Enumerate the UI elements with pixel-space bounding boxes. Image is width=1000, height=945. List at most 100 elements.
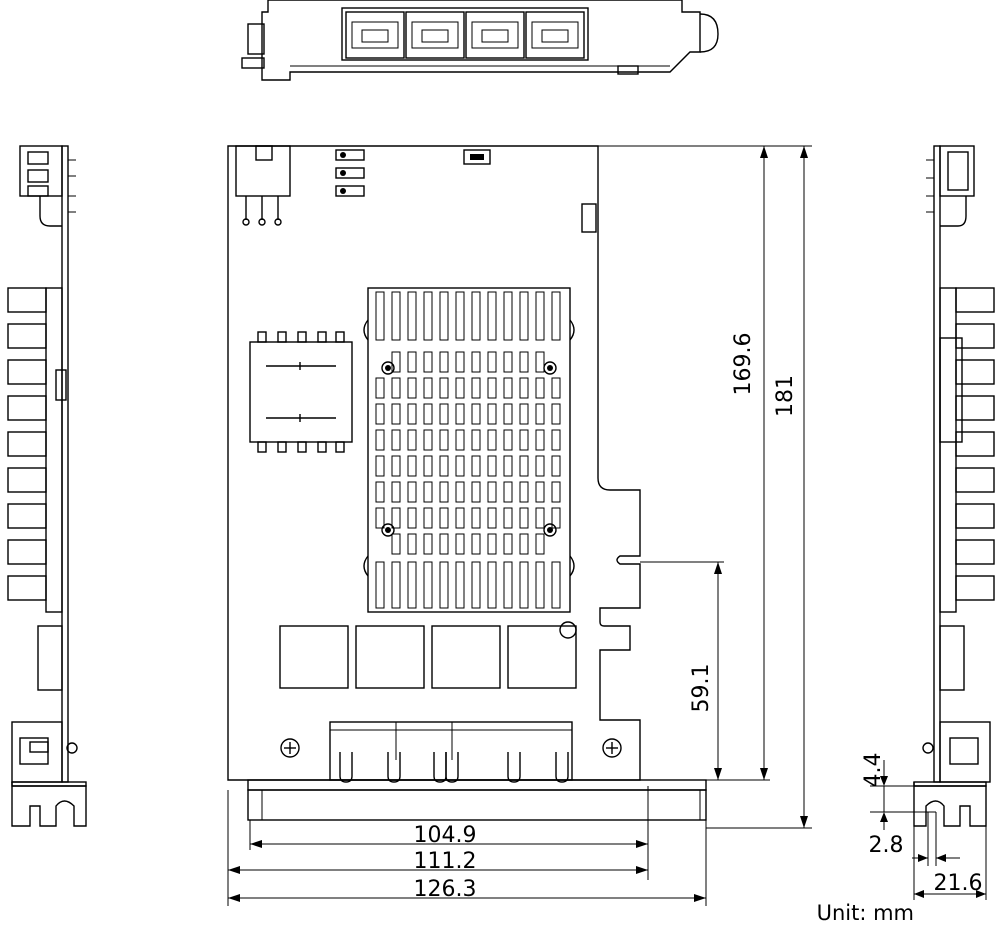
side-heatsink-body: [45, 287, 63, 613]
dim-111-2-label: 111.2: [414, 849, 477, 874]
heatsink-fin-slot: [375, 507, 385, 529]
heatsink-fin-slot: [423, 481, 433, 503]
front-view: [227, 145, 707, 821]
heatsink-fin-slot: [535, 481, 545, 503]
heatsink-fin-slot: [471, 481, 481, 503]
rj45-latch-tab: [555, 752, 569, 783]
dim-59-1-label: 59.1: [689, 664, 714, 713]
heatsink-fin-slot: [503, 481, 513, 503]
heatsink-fin-slot: [423, 403, 433, 425]
heatsink-fin-slot: [487, 403, 497, 425]
heatsink-fin-slot: [375, 455, 385, 477]
dim-2-8-label: 2.8: [869, 833, 904, 858]
heatsink-fin-slot: [551, 429, 561, 451]
heatsink-fin-slot: [551, 403, 561, 425]
heatsink-fin-slot: [535, 429, 545, 451]
heatsink-fin-slot: [375, 481, 385, 503]
heatsink-fin-slot: [407, 507, 417, 529]
heatsink-fin-slot: [407, 455, 417, 477]
side-heatsink-fin: [955, 287, 995, 313]
heatsink-fin-slot: [535, 351, 545, 373]
heatsink-fin-slot: [423, 377, 433, 399]
heatsink-fin-slot: [551, 507, 561, 529]
heatsink-fin-slot: [455, 507, 465, 529]
dim-21-6-label: 21.6: [934, 871, 983, 896]
heatsink-fin-slot: [487, 291, 497, 341]
side-heatsink-fin: [955, 503, 995, 529]
dim-104-9-label: 104.9: [414, 823, 477, 848]
heatsink-fin-slot: [535, 291, 545, 341]
rj45-latch-tab: [507, 752, 521, 783]
heatsink-fin-slot: [407, 377, 417, 399]
heatsink-fin-slot: [471, 507, 481, 529]
heatsink-fin-slot: [455, 533, 465, 555]
heatsink-fin-slot: [471, 561, 481, 609]
heatsink-fin-slot: [487, 561, 497, 609]
heatsink-fin-slot: [423, 291, 433, 341]
heatsink-fin-slot: [503, 455, 513, 477]
side-heatsink-fin: [7, 431, 47, 457]
heatsink-fin-slot: [423, 533, 433, 555]
heatsink-fin-slot: [439, 455, 449, 477]
heatsink-fin-slot: [407, 481, 417, 503]
heatsink-fin-slot: [375, 429, 385, 451]
heatsink-fin-slot: [455, 481, 465, 503]
rj45-port-3: [465, 11, 525, 59]
ic-chip-4: [507, 625, 577, 689]
heatsink-fin-slot: [439, 403, 449, 425]
rj45-port-4: [525, 11, 585, 59]
heatsink-fin-slot: [519, 429, 529, 451]
heatsink-fin-slot: [423, 351, 433, 373]
side-connector: [55, 369, 67, 401]
heatsink-fin-slot: [551, 455, 561, 477]
side-heatsink-fin: [955, 323, 995, 349]
heatsink-fin-slot: [487, 351, 497, 373]
heatsink-fin-slot: [503, 507, 513, 529]
side-heatsink-fin: [7, 539, 47, 565]
heatsink-fin-slot: [535, 507, 545, 529]
side-heatsink-fin: [7, 287, 47, 313]
heatsink-fin-slot: [455, 403, 465, 425]
heatsink-fin-slot: [519, 291, 529, 341]
dim-126-3-label: 126.3: [414, 877, 477, 902]
heatsink-fin-slot: [487, 533, 497, 555]
side-heatsink-fin: [7, 323, 47, 349]
heatsink-fin-slot: [407, 403, 417, 425]
side-heatsink-fin: [7, 359, 47, 385]
heatsink-fin-slot: [391, 377, 401, 399]
heatsink-fin-slot: [519, 481, 529, 503]
heatsink-fin-slot: [391, 429, 401, 451]
side-heatsink-body: [939, 287, 957, 613]
dim-181-label: 181: [773, 375, 798, 417]
transformer: [249, 331, 353, 453]
heatsink-fin-slot: [455, 291, 465, 341]
heatsink: [363, 287, 575, 613]
heatsink-fin-slot: [407, 561, 417, 609]
side-heatsink-fin: [955, 539, 995, 565]
side-heatsink-fin: [7, 575, 47, 601]
right-side-view: [913, 145, 995, 827]
heatsink-fin-slot: [535, 455, 545, 477]
top-view: [241, 0, 719, 81]
heatsink-fin-slot: [439, 351, 449, 373]
heatsink-fin-slot: [503, 533, 513, 555]
side-heatsink-fin: [7, 395, 47, 421]
heatsink-fin-slot: [503, 291, 513, 341]
heatsink-fin-slot: [551, 291, 561, 341]
heatsink-fin-slot: [423, 507, 433, 529]
heatsink-fin-slot: [551, 561, 561, 609]
heatsink-fin-slot: [471, 291, 481, 341]
ic-chip-3: [431, 625, 501, 689]
side-heatsink-fin: [955, 395, 995, 421]
heatsink-fin-slot: [519, 377, 529, 399]
heatsink-fin-slot: [407, 429, 417, 451]
heatsink-fin-slot: [391, 291, 401, 341]
heatsink-fin-slot: [487, 455, 497, 477]
side-heatsink-fin: [955, 467, 995, 493]
heatsink-fin-slot: [439, 377, 449, 399]
heatsink-fin-slot: [423, 429, 433, 451]
heatsink-fin-slot: [519, 507, 529, 529]
heatsink-fin-slot: [391, 507, 401, 529]
ic-chip-1: [279, 625, 349, 689]
dimension-lines: [227, 145, 987, 906]
